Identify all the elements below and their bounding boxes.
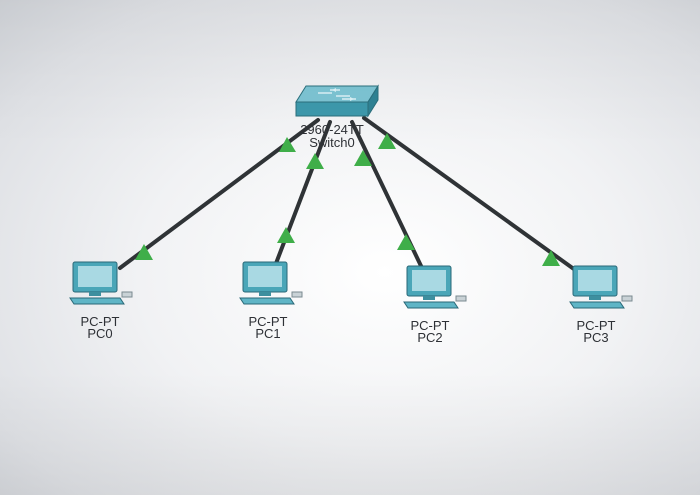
pc0-model: PC-PT: [80, 314, 120, 329]
pc0-name: PC0: [87, 326, 113, 341]
pc2-label: PC-PT PC2: [410, 318, 450, 345]
switch-icon[interactable]: [295, 84, 379, 118]
pc2-model: PC-PT: [410, 318, 450, 333]
pc2-name: PC2: [417, 330, 443, 345]
pc-icon[interactable]: [239, 261, 303, 305]
link-up-indicator-icon: [277, 227, 295, 243]
link-up-indicator-icon: [306, 153, 324, 169]
pc1-label: PC-PT PC1: [248, 314, 288, 341]
pc3-label: PC-PT PC3: [576, 318, 616, 345]
cable-switch-pc3[interactable]: [362, 116, 580, 274]
link-up-indicator-icon: [542, 250, 560, 266]
switch-name: Switch0: [309, 135, 355, 150]
switch-label: 2960-24TT Switch0: [300, 123, 364, 149]
pc-icon[interactable]: [69, 261, 133, 305]
pc3-name: PC3: [583, 330, 609, 345]
pc-icon[interactable]: [403, 265, 467, 309]
pc3-model: PC-PT: [576, 318, 616, 333]
pc1-name: PC1: [255, 326, 281, 341]
switch-model: 2960-24TT: [300, 122, 364, 137]
pc-icon[interactable]: [569, 265, 633, 309]
link-up-indicator-icon: [354, 150, 372, 166]
link-up-indicator-icon: [279, 137, 296, 152]
link-up-indicator-icon: [135, 244, 153, 260]
link-up-indicator-icon: [378, 133, 396, 149]
link-up-indicator-icon: [397, 234, 415, 250]
pc0-label: PC-PT PC0: [80, 314, 120, 341]
pc1-model: PC-PT: [248, 314, 288, 329]
